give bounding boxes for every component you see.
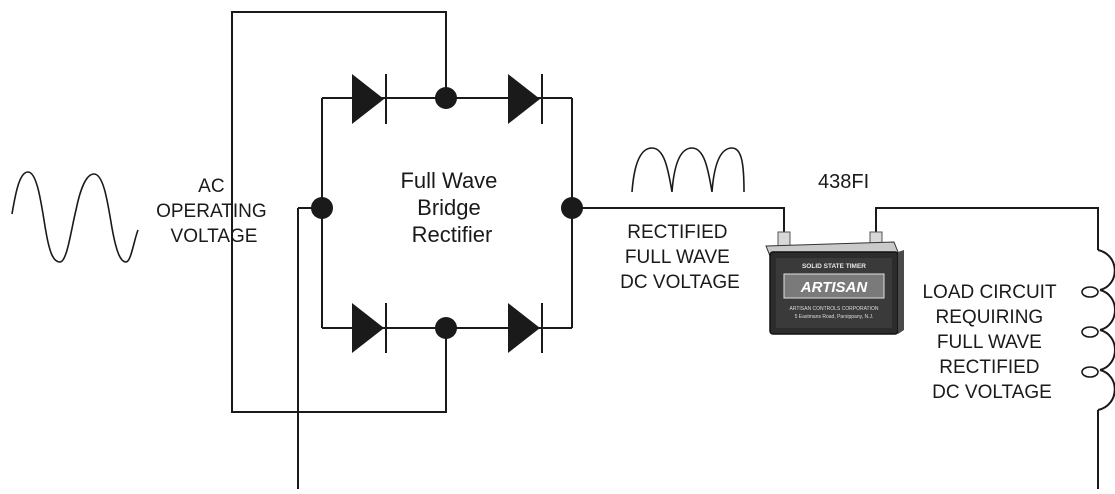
ac-label: AC OPERATING VOLTAGE [156, 176, 272, 247]
timer-brand: ARTISAN [800, 279, 869, 296]
diode-top-right [508, 74, 543, 124]
node-bottom [435, 317, 457, 339]
load-label: LOAD CIRCUIT REQUIRING FULL WAVE RECTIFI… [922, 282, 1061, 403]
diode-bottom-left [352, 303, 387, 353]
load-coil [1081, 249, 1115, 411]
diode-top-left [352, 74, 387, 124]
diode-bottom-right [508, 303, 543, 353]
bridge-label: Full Wave Bridge Rectifier [400, 168, 503, 247]
rectified-wave [631, 147, 745, 193]
timer-address: 5 Eastmans Road, Parsippany, N.J. [795, 314, 874, 320]
node-top [435, 87, 457, 109]
node-left [311, 197, 333, 219]
timer-maker: ARTISAN CONTROLS CORPORATION [790, 306, 879, 312]
ac-sine-wave [11, 171, 139, 263]
node-right [561, 197, 583, 219]
part-number-label: 438FI [818, 171, 869, 193]
timer-module: SOLID STATE TIMER ARTISAN ARTISAN CONTRO… [765, 231, 904, 335]
timer-top-label: SOLID STATE TIMER [802, 263, 866, 270]
rectified-label: RECTIFIED FULL WAVE DC VOLTAGE [620, 222, 740, 293]
